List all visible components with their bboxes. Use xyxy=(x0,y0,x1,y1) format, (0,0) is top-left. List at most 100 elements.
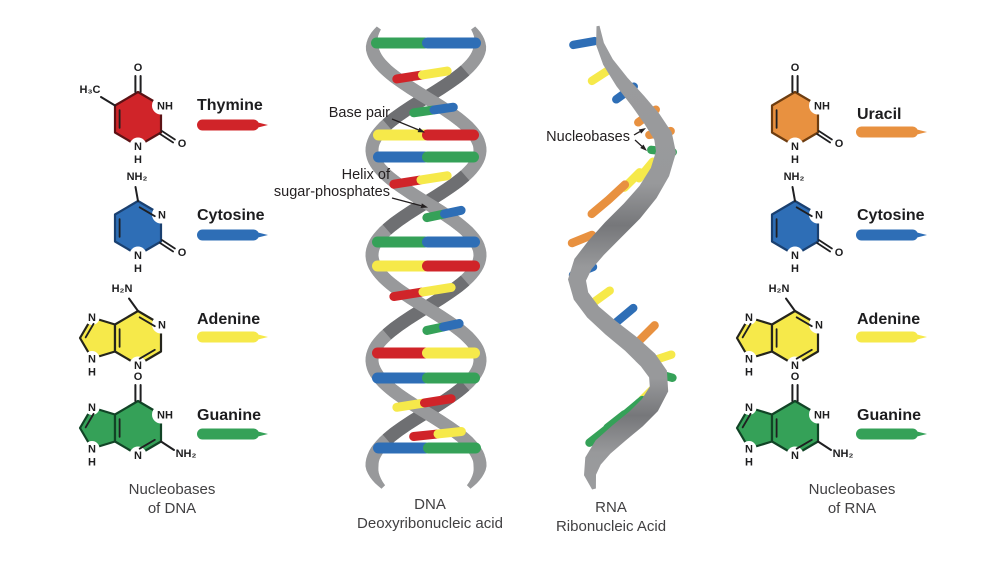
svg-text:O: O xyxy=(835,138,844,150)
svg-text:N: N xyxy=(745,354,753,366)
nucleobases-label: Nucleobases xyxy=(546,129,630,145)
rna-base-bar xyxy=(603,410,629,432)
svg-text:NH: NH xyxy=(157,410,173,422)
svg-text:N: N xyxy=(134,360,142,372)
svg-text:NH₂: NH₂ xyxy=(176,448,197,460)
uracil-bar xyxy=(856,126,927,138)
svg-text:O: O xyxy=(791,371,800,383)
base-pair-bar xyxy=(373,151,479,163)
svg-text:O: O xyxy=(178,247,187,259)
guanine-label: Guanine xyxy=(197,407,262,424)
svg-text:H: H xyxy=(134,263,142,275)
base-pair-bar xyxy=(372,347,480,359)
helix-sugar-phosphates-label: Helix of sugar-phosphates xyxy=(273,167,390,200)
svg-text:N: N xyxy=(88,354,96,366)
rna-base-bar xyxy=(569,36,599,50)
svg-text:H: H xyxy=(745,367,753,379)
svg-text:O: O xyxy=(134,371,143,383)
rna-base-bar xyxy=(587,195,613,219)
svg-text:N: N xyxy=(791,450,799,462)
svg-text:N: N xyxy=(815,320,823,332)
base-pair-bar xyxy=(422,205,466,223)
base-pair-bar xyxy=(422,319,464,335)
annotation-arrow xyxy=(391,118,425,133)
thymine-bar xyxy=(197,119,268,131)
svg-text:N: N xyxy=(158,210,166,222)
svg-text:O: O xyxy=(835,247,844,259)
svg-text:O: O xyxy=(178,138,187,150)
rna-nucleobases-caption: Nucleobases of RNA xyxy=(808,481,896,517)
cytosine-label: Cytosine xyxy=(857,207,925,224)
svg-text:N: N xyxy=(88,312,96,324)
svg-text:N: N xyxy=(134,450,142,462)
svg-text:N: N xyxy=(745,444,753,456)
base-pair-bar xyxy=(389,171,452,189)
svg-text:NH: NH xyxy=(814,410,830,422)
dna-caption: DNA Deoxyribonucleic acid xyxy=(357,496,503,532)
adenine-bar xyxy=(856,331,927,343)
svg-text:N: N xyxy=(745,312,753,324)
svg-text:N: N xyxy=(158,320,166,332)
cytosine-bar xyxy=(197,229,268,241)
svg-text:N: N xyxy=(745,402,753,414)
rna-base-bar xyxy=(567,230,597,248)
svg-text:NH₂: NH₂ xyxy=(833,448,854,460)
rna-base-bar xyxy=(585,425,611,447)
cytosine-bar xyxy=(856,229,927,241)
svg-text:NH₂: NH₂ xyxy=(784,171,805,183)
rna-caption: RNA Ribonucleic Acid xyxy=(555,499,667,535)
svg-text:H: H xyxy=(791,263,799,275)
base-pair-bar xyxy=(373,442,481,454)
base-pair-bar xyxy=(372,372,480,384)
svg-text:NH: NH xyxy=(814,101,830,113)
svg-text:H₂N: H₂N xyxy=(112,283,133,295)
rna-base-bar xyxy=(612,303,638,327)
svg-text:N: N xyxy=(134,141,142,153)
base-pair-bar xyxy=(409,102,458,118)
svg-text:H₃C: H₃C xyxy=(80,84,101,96)
base-pair-bar xyxy=(373,129,479,141)
svg-text:O: O xyxy=(134,62,143,74)
guanine-bar xyxy=(197,428,268,440)
rna-base-bar xyxy=(635,321,659,345)
strand-over xyxy=(367,154,485,251)
annotation-arrow xyxy=(633,128,646,136)
svg-text:O: O xyxy=(791,62,800,74)
cytosine-label: Cytosine xyxy=(197,207,265,224)
svg-text:NH₂: NH₂ xyxy=(127,171,148,183)
svg-text:N: N xyxy=(791,250,799,262)
svg-text:N: N xyxy=(134,250,142,262)
base-pair-bar xyxy=(392,66,452,84)
svg-text:H: H xyxy=(745,457,753,469)
uracil-label: Uracil xyxy=(857,106,902,123)
annotation-arrow xyxy=(391,197,428,209)
svg-text:H: H xyxy=(134,154,142,166)
base-pair-bar xyxy=(372,236,480,248)
base-pair-label: Base pair xyxy=(328,105,390,121)
svg-text:N: N xyxy=(815,210,823,222)
svg-text:H: H xyxy=(88,367,96,379)
base-pair-bar xyxy=(389,282,456,302)
annotation-arrow xyxy=(634,139,647,151)
adenine-bar xyxy=(197,331,268,343)
base-pair-bar xyxy=(409,426,466,442)
svg-text:H₂N: H₂N xyxy=(769,283,790,295)
svg-text:N: N xyxy=(791,360,799,372)
base-pair-bar xyxy=(392,394,456,412)
base-pair-bar xyxy=(371,37,481,49)
dna-strand-2 xyxy=(365,26,487,489)
adenine-label: Adenine xyxy=(197,311,261,328)
guanine-bar xyxy=(856,428,927,440)
svg-text:H: H xyxy=(88,457,96,469)
dna-nucleobases-caption: Nucleobases of DNA xyxy=(128,481,216,517)
thymine-label: Thymine xyxy=(197,97,263,114)
strand-over xyxy=(367,259,485,356)
